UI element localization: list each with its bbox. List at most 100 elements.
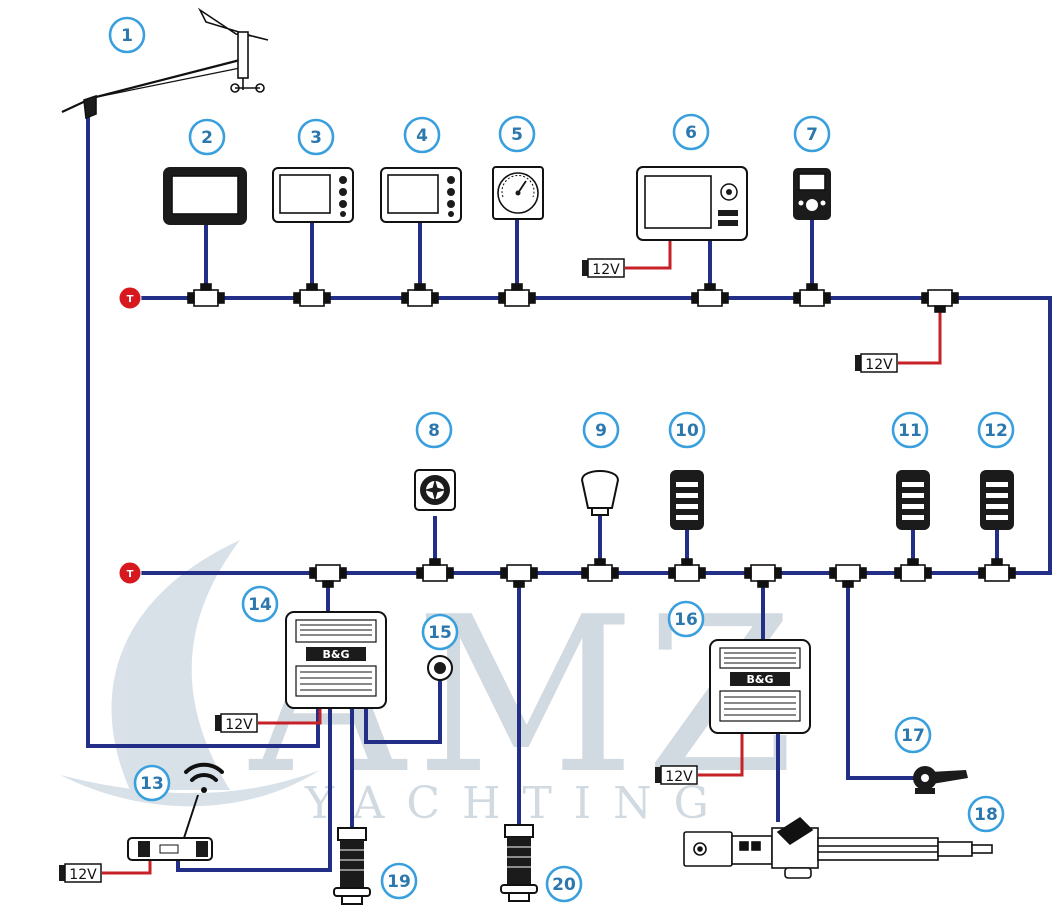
callout-16: 16	[667, 600, 705, 638]
power-source-6: 12V	[582, 258, 625, 278]
svg-text:2: 2	[201, 128, 213, 148]
svg-text:12V: 12V	[865, 357, 893, 373]
callout-12: 12	[977, 411, 1015, 449]
drive-actuator-icon	[683, 816, 993, 879]
t-connector	[581, 558, 619, 582]
svg-text:3: 3	[310, 128, 322, 148]
t-connector	[293, 283, 331, 307]
compass-sensor-icon	[414, 469, 456, 511]
svg-text:4: 4	[416, 126, 428, 146]
brand-label-16: B&G	[746, 673, 773, 686]
t-connector	[187, 283, 225, 307]
power-cables	[102, 240, 942, 875]
callout-19: 19	[380, 862, 418, 900]
t-connector	[978, 558, 1016, 582]
svg-text:8: 8	[428, 421, 440, 441]
watermark-sail-icon	[111, 540, 240, 790]
watermark-swoosh-icon	[60, 770, 320, 807]
t-connector	[500, 564, 538, 588]
callout-8: 8	[415, 411, 453, 449]
terminator-bottom: T	[118, 561, 142, 585]
callout-7: 7	[793, 115, 831, 153]
callout-13: 13	[133, 764, 171, 802]
transducer-20-icon	[500, 824, 538, 902]
button-sensor-icon	[427, 655, 453, 681]
callout-10: 10	[668, 411, 706, 449]
svg-text:19: 19	[387, 872, 411, 892]
svg-text:18: 18	[974, 805, 998, 825]
power-source-16: 12V	[655, 765, 698, 785]
wifi-icon	[184, 762, 224, 793]
watermark-sub-text: YACHTING	[304, 778, 731, 829]
svg-text:16: 16	[674, 610, 698, 630]
callout-5: 5	[498, 115, 536, 153]
t-connector	[668, 558, 706, 582]
sensor-module-12-icon	[980, 470, 1014, 530]
gauge-icon	[492, 166, 544, 220]
remote-control-icon	[793, 168, 831, 220]
callout-6: 6	[672, 113, 710, 151]
svg-text:20: 20	[552, 875, 576, 895]
callout-2: 2	[188, 118, 226, 156]
svg-text:12V: 12V	[69, 867, 97, 883]
callout-17: 17	[894, 716, 932, 754]
callout-15: 15	[421, 613, 459, 651]
callout-11: 11	[891, 411, 929, 449]
svg-text:13: 13	[140, 774, 164, 794]
t-connector	[416, 558, 454, 582]
t-connector	[829, 564, 867, 588]
svg-text:11: 11	[898, 421, 922, 441]
processor-14-icon: B&G	[285, 611, 387, 709]
svg-text:T: T	[127, 294, 134, 305]
wifi-module-icon	[127, 794, 213, 861]
t-connector	[401, 283, 439, 307]
svg-text:1: 1	[121, 26, 133, 46]
svg-text:9: 9	[595, 421, 607, 441]
t-connector	[691, 283, 729, 307]
display-2-icon	[163, 167, 247, 225]
power-source-13: 12V	[59, 863, 102, 883]
sensor-module-11-icon	[896, 470, 930, 530]
sensor-module-10-icon	[670, 470, 704, 530]
chartplotter-icon	[636, 166, 748, 241]
svg-text:12V: 12V	[665, 769, 693, 785]
svg-text:6: 6	[685, 123, 697, 143]
callout-9: 9	[582, 411, 620, 449]
t-connectors	[187, 283, 1016, 588]
svg-text:17: 17	[901, 726, 925, 746]
t-connector	[793, 283, 831, 307]
t-connector	[921, 289, 959, 313]
t-connector	[744, 564, 782, 588]
wind-sensor-icon	[61, 7, 269, 120]
t-connector	[309, 564, 347, 588]
callout-20: 20	[545, 865, 583, 903]
processor-16-icon: B&G	[709, 639, 811, 734]
callout-18: 18	[967, 795, 1005, 833]
t-connector	[894, 558, 932, 582]
brand-label-14: B&G	[322, 648, 349, 661]
display-4-icon	[380, 167, 462, 223]
svg-text:T: T	[127, 569, 134, 580]
svg-text:14: 14	[248, 595, 272, 615]
power-source-14: 12V	[215, 713, 258, 733]
callout-4: 4	[403, 116, 441, 154]
rudder-feedback-icon	[913, 766, 968, 794]
display-3-icon	[272, 167, 354, 223]
callout-3: 3	[297, 118, 335, 156]
callout-1: 1	[108, 16, 146, 54]
transducer-19-icon	[333, 827, 371, 905]
svg-text:15: 15	[428, 623, 452, 643]
svg-text:12V: 12V	[225, 717, 253, 733]
gps-antenna-icon	[580, 470, 620, 516]
svg-text:12: 12	[984, 421, 1008, 441]
svg-text:12V: 12V	[592, 262, 620, 278]
callout-14: 14	[241, 585, 279, 623]
terminator-top: T	[118, 286, 142, 310]
t-connector	[498, 283, 536, 307]
power-source-backbone: 12V	[855, 353, 898, 373]
svg-text:7: 7	[806, 125, 818, 145]
watermark: AMZ YACHTING	[60, 540, 795, 829]
svg-text:5: 5	[511, 125, 523, 145]
svg-text:10: 10	[675, 421, 699, 441]
